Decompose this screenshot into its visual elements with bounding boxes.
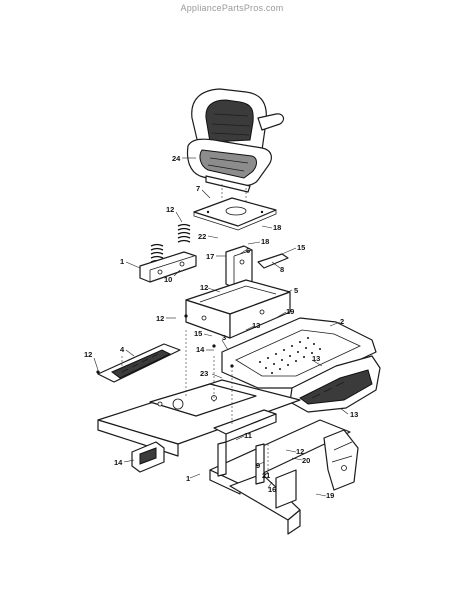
callout-14-lower: 14 <box>114 458 123 467</box>
seat-part <box>186 88 285 208</box>
foot-pan-part <box>221 317 377 389</box>
seat-box-part <box>185 279 291 339</box>
callout-18-lower: 18 <box>261 237 269 246</box>
callout-7: 7 <box>196 184 200 193</box>
callout-12-box: 12 <box>200 283 208 292</box>
callout-leaders <box>93 157 349 497</box>
callout-13-box: 13 <box>252 321 260 330</box>
callout-19-lower: 19 <box>326 491 334 500</box>
callout-18-upper: 18 <box>273 223 281 232</box>
seat-plate-part <box>193 197 277 231</box>
callout-1-frame: 1 <box>186 474 190 483</box>
callout-3: 3 <box>222 333 226 342</box>
callout-12-spring: 12 <box>166 205 174 214</box>
callout-24: 24 <box>172 154 181 163</box>
callout-20: 20 <box>302 456 310 465</box>
callout-numbers: 24 7 12 18 22 18 17 6 15 8 1 10 12 5 12 … <box>84 154 358 500</box>
callout-17: 17 <box>206 252 214 261</box>
callout-23: 23 <box>200 369 208 378</box>
callout-15-lower: 15 <box>194 329 202 338</box>
callout-14-upper: 14 <box>196 345 205 354</box>
callout-12-side: 12 <box>156 314 164 323</box>
callout-8: 8 <box>280 265 284 274</box>
callout-2: 2 <box>340 317 344 326</box>
foot-guard-part <box>289 355 381 413</box>
callout-13-pan: 13 <box>312 354 320 363</box>
callout-11: 11 <box>244 431 252 440</box>
seat-mount-bracket-part <box>225 245 289 289</box>
callout-4: 4 <box>120 345 125 354</box>
callout-5: 5 <box>294 286 298 295</box>
callout-22: 22 <box>198 232 206 241</box>
callout-12-trim: 12 <box>84 350 92 359</box>
callout-1-hinge: 1 <box>120 257 124 266</box>
callout-16: 16 <box>268 485 276 494</box>
callout-12-frame: 12 <box>296 447 304 456</box>
hinge-bracket-part <box>139 251 197 283</box>
callout-21: 21 <box>262 471 270 480</box>
callout-6: 6 <box>246 246 250 255</box>
watermark-text: AppliancePartsPros.com <box>180 3 284 13</box>
callout-13-guard: 13 <box>350 410 358 419</box>
side-trim-plate-part <box>97 343 181 383</box>
callout-10: 10 <box>164 275 172 284</box>
callout-9: 9 <box>256 461 260 470</box>
seat-spring-part <box>150 223 191 263</box>
callout-15-upper: 15 <box>297 243 305 252</box>
callout-19-upper: 19 <box>286 307 294 316</box>
